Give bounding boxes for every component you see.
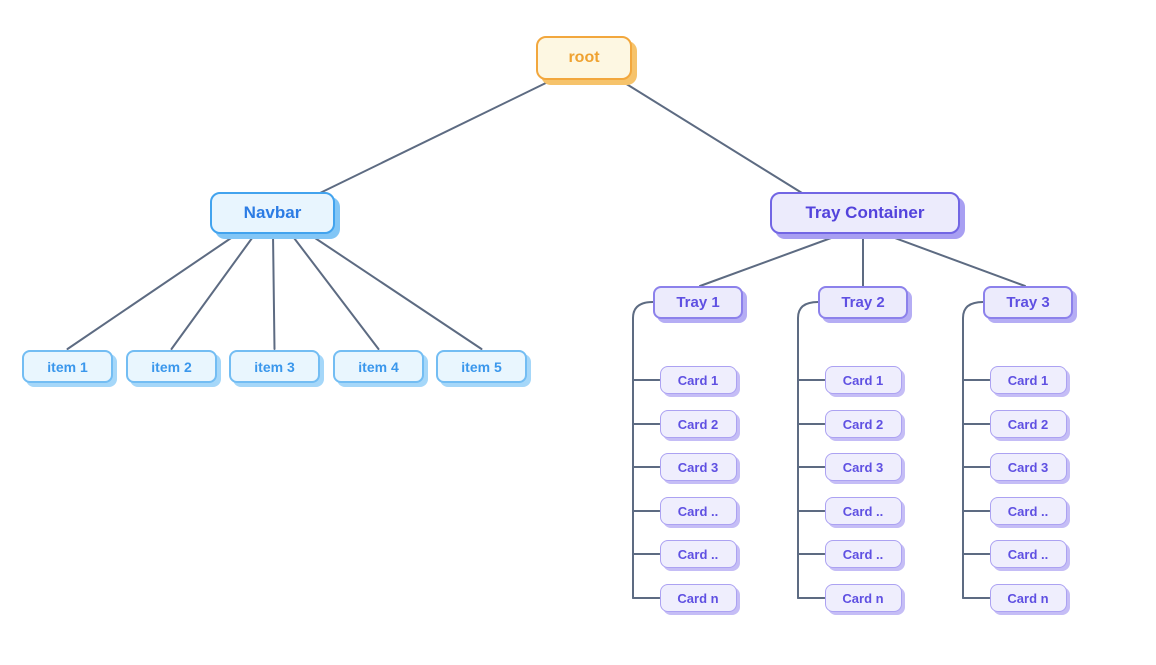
node-tray-1-card-6: Card n [659, 584, 737, 612]
node-tray-1-card-2: Card 2 [659, 410, 737, 438]
node-tray-1-card-1: Card 1 [659, 366, 737, 394]
connector-line [962, 301, 984, 599]
node-tray-1: Tray 1 [653, 286, 743, 319]
node-tray-2-card-3: Card 3 [824, 453, 902, 481]
node-item-3: item 3 [229, 350, 320, 383]
node-tray-1-card-5: Card .. [659, 540, 737, 568]
connector-line [272, 233, 276, 350]
node-tray-2-card-5: Card .. [824, 540, 902, 568]
connector-line [170, 233, 256, 350]
node-tray-2-card-6: Card n [824, 584, 902, 612]
node-navbar: Navbar [210, 192, 335, 234]
connector-line [883, 233, 1026, 287]
node-tray-3: Tray 3 [983, 286, 1073, 319]
node-item-5: item 5 [436, 350, 527, 383]
connector-line [66, 233, 238, 350]
connector-line [632, 301, 654, 599]
node-tray-2: Tray 2 [818, 286, 908, 319]
connector-line [797, 301, 819, 599]
node-tray-3-card-6: Card n [989, 584, 1067, 612]
node-tray-1-card-3: Card 3 [659, 453, 737, 481]
connector-line [308, 233, 483, 350]
node-item-2: item 2 [126, 350, 217, 383]
node-tray-3-card-4: Card .. [989, 497, 1067, 525]
node-item-4: item 4 [333, 350, 424, 383]
node-item-1: item 1 [22, 350, 113, 383]
connector-line [619, 79, 803, 194]
node-root: root [536, 36, 632, 80]
node-tray-container: Tray Container [770, 192, 960, 234]
node-tray-3-card-2: Card 2 [989, 410, 1067, 438]
node-tray-3-card-1: Card 1 [989, 366, 1067, 394]
node-tray-2-card-1: Card 1 [824, 366, 902, 394]
node-tray-1-card-4: Card .. [659, 497, 737, 525]
node-tray-3-card-5: Card .. [989, 540, 1067, 568]
node-tray-3-card-3: Card 3 [989, 453, 1067, 481]
node-tray-2-card-2: Card 2 [824, 410, 902, 438]
node-tray-2-card-4: Card .. [824, 497, 902, 525]
connector-line [699, 233, 843, 287]
connector-line [319, 79, 553, 194]
connector-line [290, 233, 380, 350]
